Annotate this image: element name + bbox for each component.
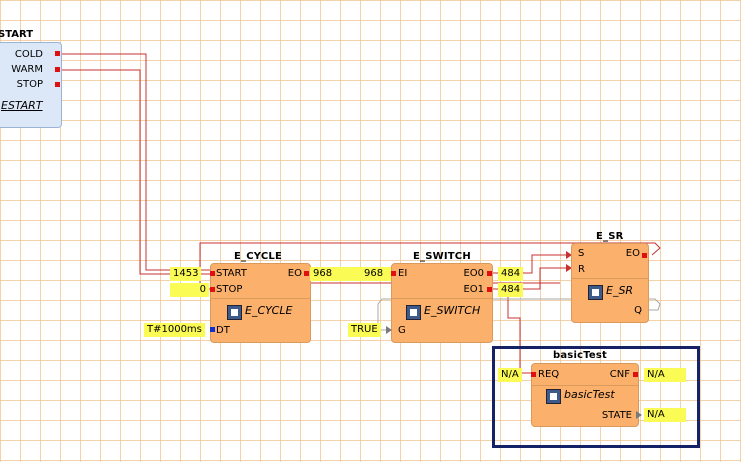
wire-warm-start bbox=[60, 69, 212, 275]
basic-test-body[interactable]: basicTest STATE bbox=[531, 385, 639, 427]
basic-test-state-port: STATE bbox=[601, 410, 632, 421]
e-switch-g-port: G bbox=[398, 325, 406, 336]
basic-test-req-pin[interactable] bbox=[531, 372, 536, 377]
basic-test-state-pin[interactable] bbox=[636, 411, 642, 419]
e-switch-ei-value: 968 bbox=[364, 268, 384, 279]
e-switch-block[interactable]: EI EO0 EO1 bbox=[391, 263, 493, 300]
e-switch-ei-pin[interactable] bbox=[391, 271, 396, 276]
e-sr-q-port: Q bbox=[634, 305, 642, 316]
e-cycle-eo-value: 968 bbox=[310, 267, 392, 281]
start-warm-pin[interactable] bbox=[55, 67, 60, 72]
e-switch-eo1-value: 484 bbox=[498, 283, 524, 297]
e-sr-type-name: E_SR bbox=[606, 284, 634, 297]
e-switch-eo1-port: EO1 bbox=[463, 284, 484, 295]
e-cycle-title: E_CYCLE bbox=[234, 251, 282, 262]
fb-type-icon bbox=[406, 305, 421, 320]
e-switch-eo0-value: 484 bbox=[498, 267, 524, 281]
e-sr-r-port: R bbox=[578, 264, 585, 275]
basic-test-title: basicTest bbox=[553, 350, 608, 361]
e-cycle-start-port: START bbox=[216, 268, 247, 279]
start-output-cold: COLD bbox=[14, 49, 43, 60]
e-cycle-body[interactable]: E_CYCLE DT bbox=[210, 298, 311, 343]
e-switch-type-name: E_SWITCH bbox=[424, 304, 481, 317]
basic-test-block[interactable]: REQ CNF bbox=[531, 363, 639, 387]
start-output-warm: WARM bbox=[11, 64, 43, 75]
e-cycle-dt-pin[interactable] bbox=[210, 327, 215, 332]
wire-cold-start bbox=[60, 53, 212, 271]
basic-test-req-value: N/A bbox=[498, 368, 522, 382]
start-output-stop: STOP bbox=[16, 79, 43, 90]
e-cycle-eo-port: EO bbox=[287, 268, 302, 279]
basic-test-req-port: REQ bbox=[538, 369, 560, 380]
e-sr-eo-port: EO bbox=[625, 248, 640, 259]
selection-highlight bbox=[492, 346, 700, 448]
e-switch-g-pin[interactable] bbox=[386, 326, 392, 334]
e-cycle-eo-count: 968 bbox=[313, 268, 333, 279]
e-cycle-stop-value: 0 bbox=[170, 283, 209, 297]
e-switch-body[interactable]: E_SWITCH G bbox=[391, 298, 493, 343]
basic-test-cnf-pin[interactable] bbox=[633, 372, 638, 377]
start-type-name: ESTART bbox=[1, 99, 43, 112]
start-block-title: START bbox=[0, 29, 34, 40]
e-sr-s-port: S bbox=[578, 248, 585, 259]
e-sr-block[interactable]: S R EO bbox=[571, 243, 649, 280]
e-switch-ei-port: EI bbox=[398, 268, 408, 279]
e-cycle-eo-pin[interactable] bbox=[304, 271, 309, 276]
e-cycle-start-value: 1453 bbox=[170, 267, 202, 281]
start-block[interactable]: COLD WARM STOP ESTART bbox=[0, 42, 62, 128]
e-cycle-block[interactable]: START STOP EO bbox=[210, 263, 311, 300]
start-cold-pin[interactable] bbox=[55, 51, 60, 56]
e-switch-title: E_SWITCH bbox=[413, 251, 471, 262]
basic-test-type-name: basicTest bbox=[564, 388, 615, 401]
e-switch-eo0-port: EO0 bbox=[463, 268, 484, 279]
e-sr-title: E_SR bbox=[596, 231, 624, 242]
e-cycle-stop-pin[interactable] bbox=[210, 287, 215, 292]
e-cycle-dt-port: DT bbox=[216, 325, 230, 336]
e-switch-g-value: TRUE bbox=[348, 323, 381, 337]
e-sr-eo-pin[interactable] bbox=[642, 253, 647, 258]
fb-type-icon bbox=[546, 389, 561, 404]
basic-test-state-value: N/A bbox=[644, 408, 686, 422]
e-cycle-stop-port: STOP bbox=[216, 284, 243, 295]
e-switch-eo1-pin[interactable] bbox=[487, 287, 492, 292]
e-cycle-dt-value: T#1000ms bbox=[144, 323, 205, 337]
e-cycle-type-name: E_CYCLE bbox=[245, 304, 293, 317]
fb-type-icon bbox=[588, 285, 603, 300]
basic-test-cnf-value: N/A bbox=[644, 368, 686, 382]
wire-eo1-req bbox=[507, 289, 532, 374]
e-sr-body[interactable]: E_SR Q bbox=[571, 278, 649, 323]
basic-test-cnf-port: CNF bbox=[609, 369, 630, 380]
start-stop-pin[interactable] bbox=[55, 82, 60, 87]
e-switch-eo0-pin[interactable] bbox=[487, 271, 492, 276]
fb-type-icon bbox=[227, 305, 242, 320]
e-cycle-start-pin[interactable] bbox=[210, 271, 215, 276]
